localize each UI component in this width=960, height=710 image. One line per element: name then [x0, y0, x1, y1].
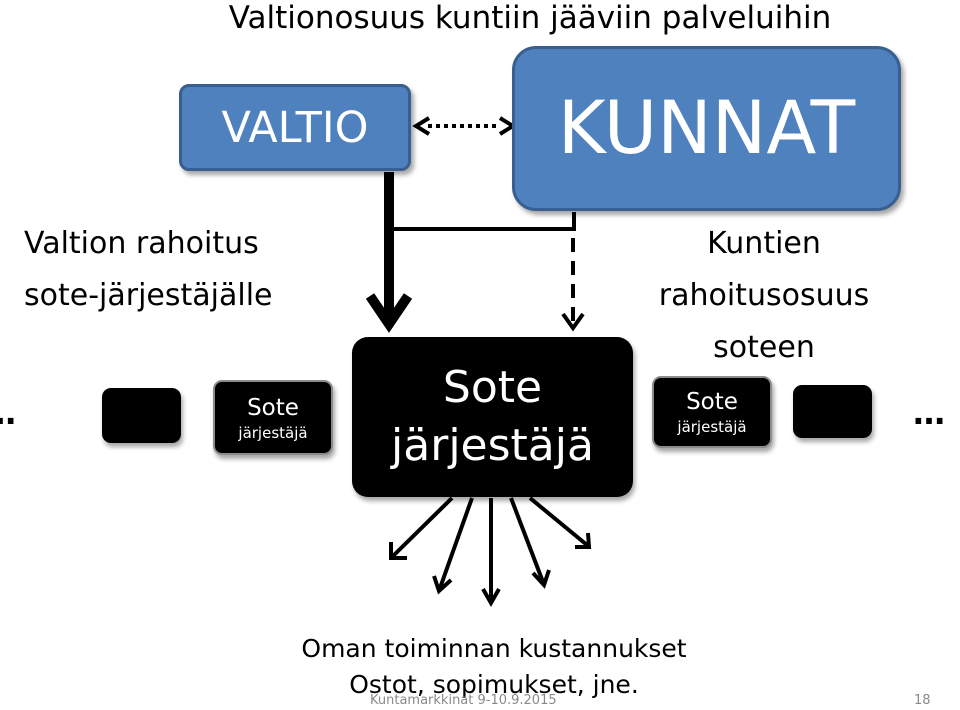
sote-organizer-box-left: Sote järjestäjä — [213, 380, 333, 455]
main-sote-organizer-box: Sote järjestäjä — [352, 337, 633, 497]
kunnat-to-valtio-line — [394, 212, 576, 231]
valtio-label: VALTIO — [221, 102, 369, 153]
main-box-line2: järjestäjä — [391, 420, 594, 471]
municipal-funding-label: Kuntien rahoitusosuus soteen — [628, 218, 900, 374]
other-organizer-box-right — [793, 385, 872, 438]
slide-number: 18 — [914, 693, 931, 708]
state-funding-label-line1: Valtion rahoitus — [24, 226, 259, 261]
state-funding-label: Valtion rahoitus sote-järjestäjälle — [24, 218, 344, 322]
state-funding-label-line2: sote-järjestäjälle — [24, 278, 273, 313]
sote-organizer-left-line1: Sote — [247, 394, 299, 421]
own-operation-costs-label: Oman toiminnan kustannukset — [301, 634, 687, 663]
valtio-kunnat-arrow — [412, 116, 517, 136]
sote-organizer-right-line2: järjestäjä — [677, 418, 747, 436]
municipal-funding-label-line2: rahoitusosuus — [658, 278, 870, 313]
ellipsis-right: … — [913, 394, 945, 432]
cost-arrows — [389, 496, 592, 608]
footer-event-text: Kuntamarkkinat 9-10.9.2015 — [370, 693, 557, 708]
valtio-box: VALTIO — [179, 84, 411, 171]
municipal-funding-label-line1: Kuntien — [707, 226, 821, 261]
sote-organizer-box-right: Sote järjestäjä — [652, 376, 772, 448]
sote-organizer-left-line2: järjestäjä — [238, 423, 308, 442]
kunnat-funding-arrow — [561, 238, 585, 332]
ellipsis-left: … — [0, 393, 16, 433]
valtio-funding-arrow — [365, 172, 413, 333]
kunnat-label: KUNNAT — [557, 86, 856, 171]
main-box-line1: Sote — [442, 362, 543, 413]
purchases-contracts-label: Ostot, sopimukset, jne. — [349, 670, 639, 699]
kunnat-box: KUNNAT — [512, 46, 901, 211]
slide-title: Valtionosuus kuntiin jääviin palveluihin — [228, 0, 832, 36]
sote-organizer-right-line1: Sote — [686, 389, 738, 415]
other-organizer-box-left — [102, 388, 181, 443]
municipal-funding-label-line3: soteen — [713, 330, 815, 365]
